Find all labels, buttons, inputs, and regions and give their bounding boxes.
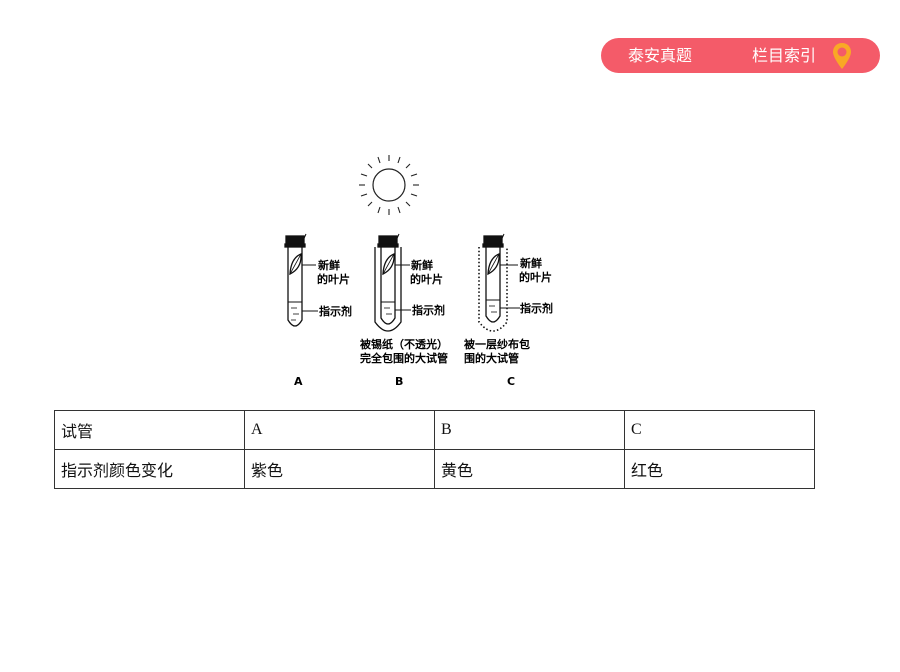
- table-cell-header-tube: 试管: [54, 410, 245, 450]
- label-fresh-leaf-c1: 新鲜: [520, 256, 542, 270]
- caption-b-line2: 完全包围的大试管: [360, 351, 448, 365]
- table-cell-header-a: A: [244, 410, 435, 450]
- tube-a: [284, 233, 318, 327]
- results-table: 试管 A B C 指示剂颜色变化 紫色 黄色 红色: [54, 410, 815, 489]
- real-exam-button[interactable]: 泰安真题: [628, 46, 693, 65]
- index-button[interactable]: 栏目索引: [752, 46, 817, 65]
- caption-c-line2: 围的大试管: [464, 351, 519, 365]
- tube-label-b: B: [395, 375, 403, 388]
- label-fresh-leaf-a1: 新鲜: [318, 258, 340, 272]
- nav-pill: 泰安真题 栏目索引: [601, 38, 880, 73]
- table-cell-c-color: 红色: [624, 449, 815, 489]
- table-cell-a-color: 紫色: [244, 449, 435, 489]
- label-fresh-leaf-b1: 新鲜: [411, 258, 433, 272]
- tube-label-c: C: [507, 375, 515, 388]
- caption-c-line1: 被一层纱布包: [464, 337, 530, 351]
- sun-icon: [359, 155, 419, 215]
- label-fresh-leaf-a2: 的叶片: [317, 272, 350, 286]
- caption-b-line1: 被锡纸（不透光）: [360, 337, 448, 351]
- table-cell-b-color: 黄色: [434, 449, 625, 489]
- tube-b: [374, 233, 411, 332]
- table-row: 指示剂颜色变化 紫色 黄色 红色: [54, 449, 815, 489]
- label-indicator-c: 指示剂: [520, 301, 553, 315]
- table-cell-header-b: B: [434, 410, 625, 450]
- label-indicator-b: 指示剂: [412, 303, 445, 317]
- label-fresh-leaf-b2: 的叶片: [410, 272, 443, 286]
- tube-c: [478, 233, 520, 332]
- table-cell-indicator-change: 指示剂颜色变化: [54, 449, 245, 489]
- table-cell-header-c: C: [624, 410, 815, 450]
- experiment-figure: 新鲜 的叶片 指示剂 A 新鲜 的叶片 指示剂 被锡纸（不透光） 完全包围的大试…: [268, 150, 558, 390]
- tube-label-a: A: [294, 375, 303, 388]
- label-fresh-leaf-c2: 的叶片: [519, 270, 552, 284]
- location-pin-icon[interactable]: [832, 42, 852, 70]
- label-indicator-a: 指示剂: [319, 304, 352, 318]
- table-header-row: 试管 A B C: [54, 410, 815, 450]
